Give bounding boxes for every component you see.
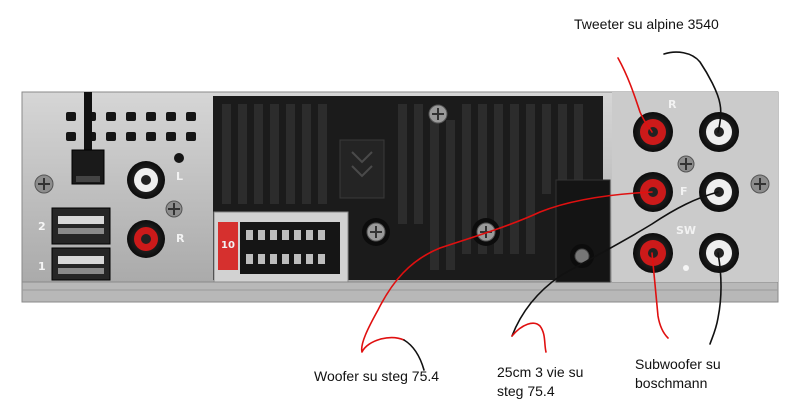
usb-port-1 xyxy=(51,247,111,281)
panel-indicator-dot xyxy=(683,265,689,271)
wire-red-threeway xyxy=(511,322,547,353)
screw-heatsink-left xyxy=(362,218,390,246)
rca-sub-left xyxy=(699,233,739,273)
out-front-marking: F xyxy=(680,185,688,198)
usb-1-marking: 1 xyxy=(38,260,46,273)
usb-2-marking: 2 xyxy=(38,220,46,233)
screw-right xyxy=(750,174,770,194)
aux-right-marking: R xyxy=(176,232,185,245)
iso-connector xyxy=(213,211,349,283)
screw-rca-panel xyxy=(677,155,695,173)
antenna-connector xyxy=(71,92,105,185)
rca-aux-right xyxy=(127,220,165,258)
rca-rear-right xyxy=(633,112,673,152)
vent-grid xyxy=(66,112,196,163)
rca-sub-right xyxy=(633,233,673,273)
wire-black-woofer xyxy=(403,339,425,371)
label-tweeter: Tweeter su alpine 3540 xyxy=(574,16,719,32)
label-woofer: Woofer su steg 75.4 xyxy=(314,368,440,384)
label-subwoofer: Subwoofer su boschmann xyxy=(635,356,721,391)
screw-center-left xyxy=(165,200,183,218)
out-sub-marking: SW xyxy=(676,224,697,237)
out-rear-marking: R xyxy=(668,98,677,111)
screw-heatsink-top xyxy=(428,104,448,124)
rca-aux-left xyxy=(127,161,165,199)
rca-front-right xyxy=(633,172,673,212)
wire-red-subwoofer xyxy=(651,252,669,339)
rca-front-left xyxy=(699,172,739,212)
aux-left-marking: L xyxy=(176,170,184,183)
wire-red-tweeter xyxy=(617,57,653,133)
wire-black-threeway xyxy=(511,191,719,337)
screw-heatsink-lower xyxy=(570,244,594,268)
iso-connector-marking: 10 xyxy=(221,240,235,251)
rca-rear-left xyxy=(699,112,739,152)
screw-left xyxy=(34,174,54,194)
usb-port-2 xyxy=(51,207,111,245)
wire-black-subwoofer xyxy=(709,252,722,345)
chassis-bottom-rail xyxy=(21,281,779,303)
wire-red-woofer xyxy=(360,191,653,353)
wire-black-tweeter xyxy=(663,51,722,133)
label-threeway: 25cm 3 vie su steg 75.4 xyxy=(497,364,584,399)
